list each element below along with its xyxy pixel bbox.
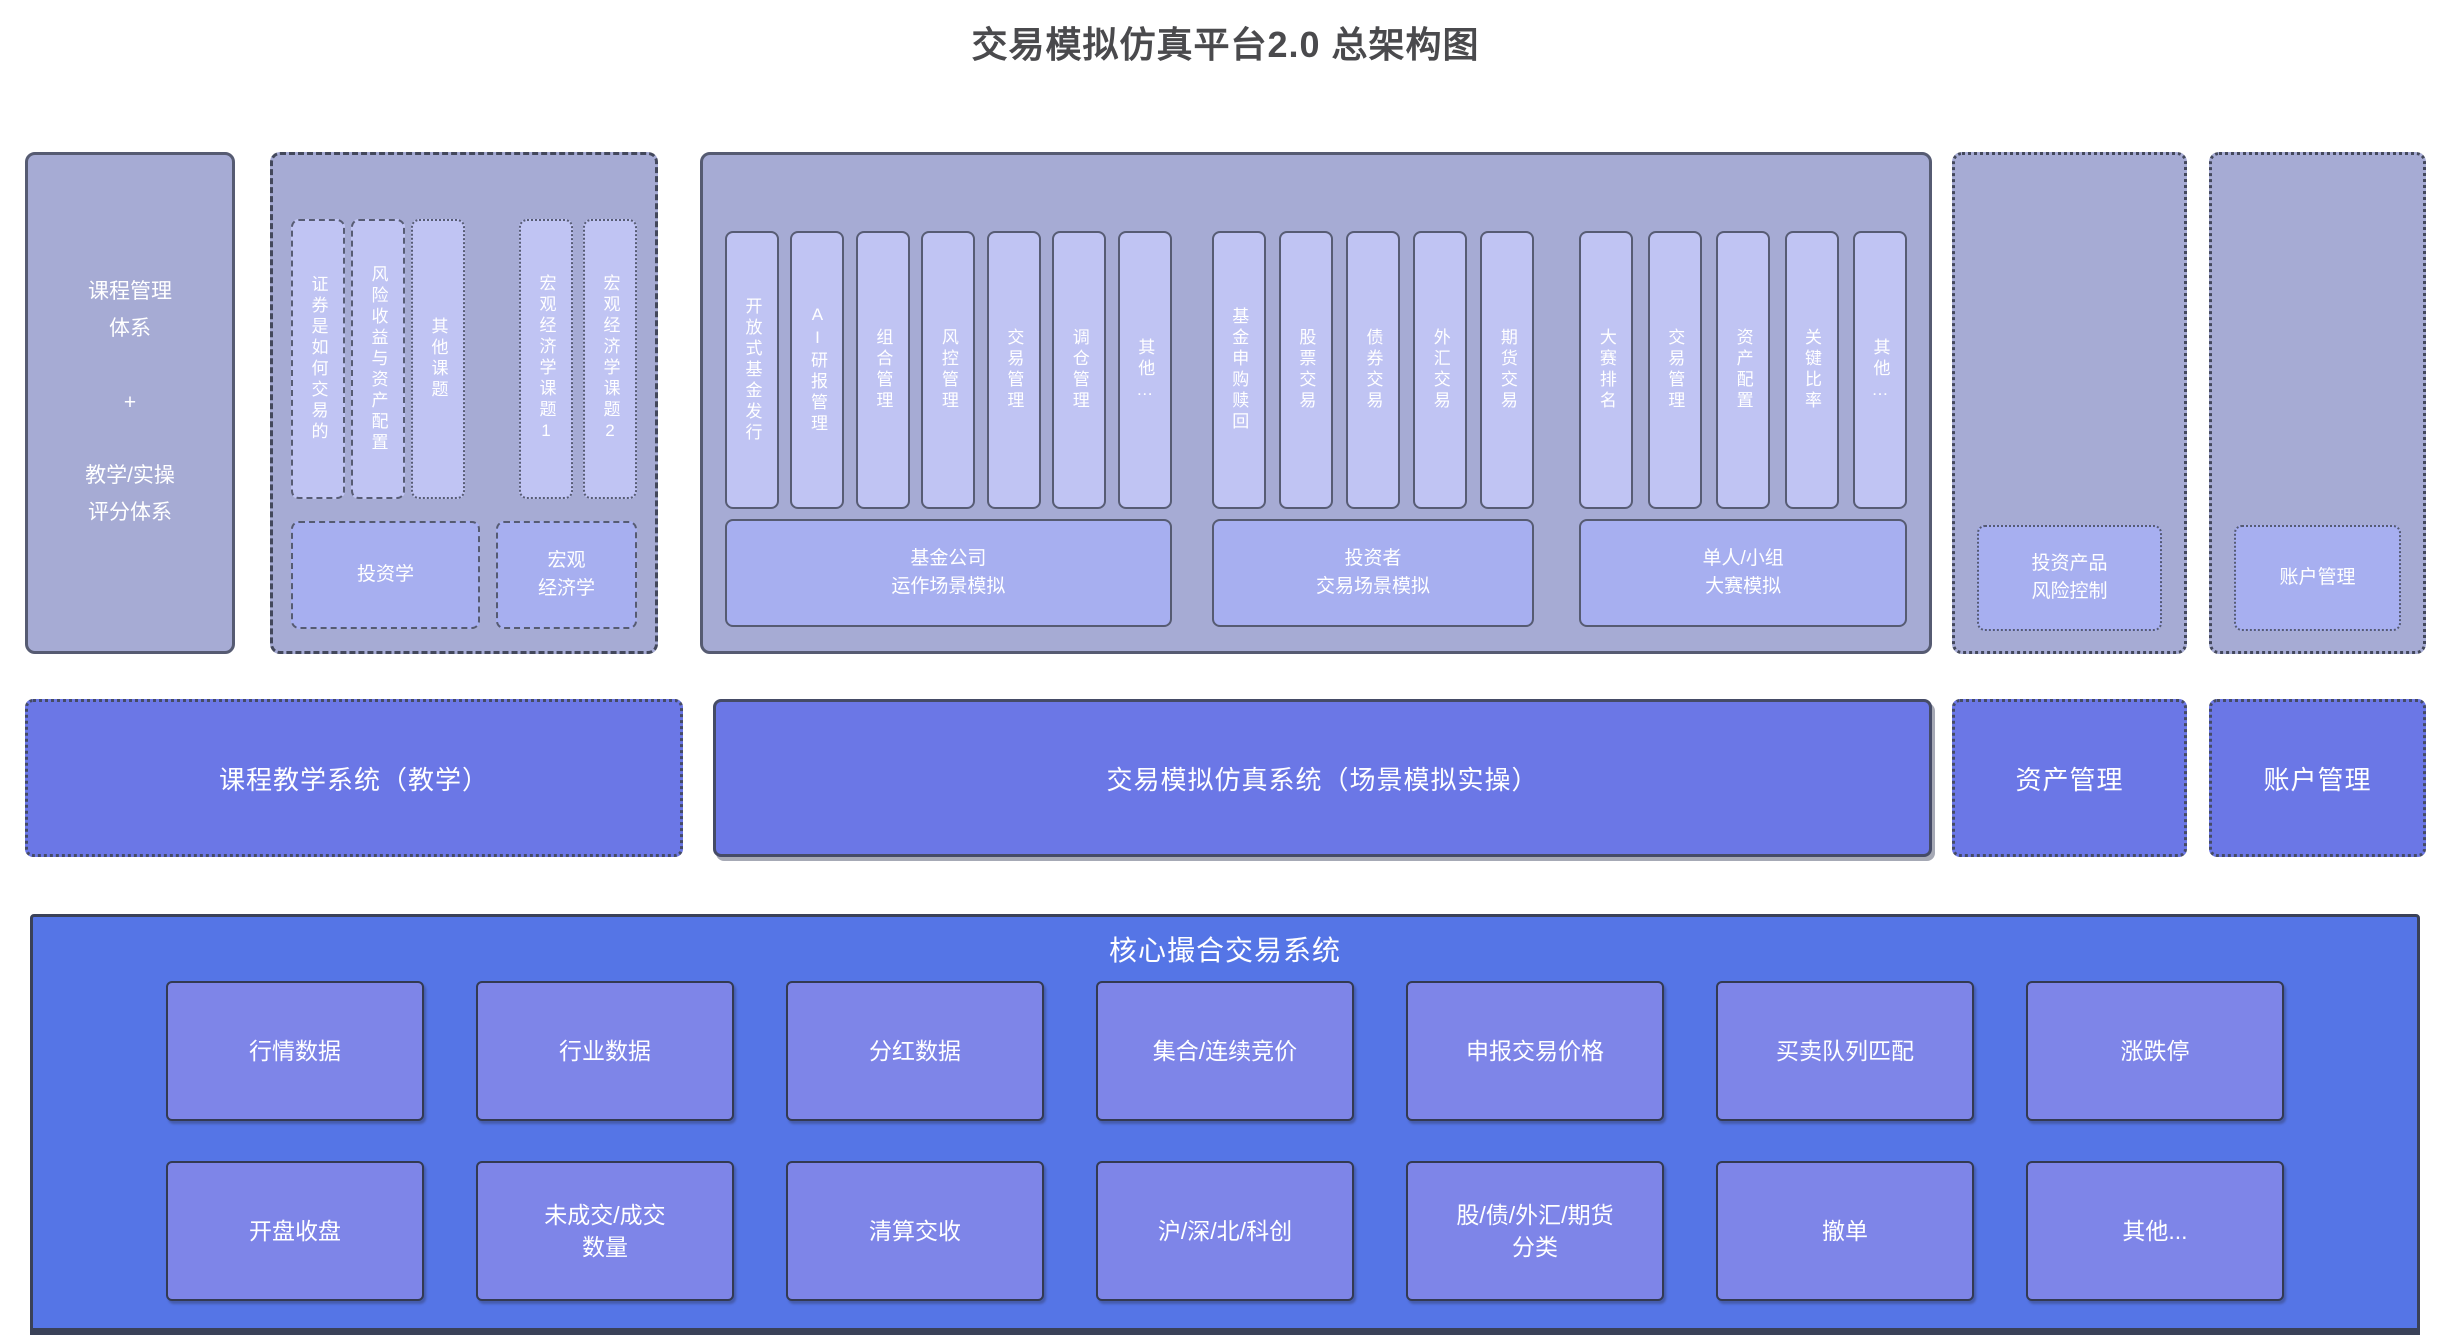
auction-box: 集合/连续竞价 bbox=[1096, 981, 1354, 1121]
account-mgmt-system-box: 账户管理 bbox=[2209, 699, 2426, 857]
column-contest-others: 其他… bbox=[1852, 231, 1907, 509]
cancel-order-box: 撤单 bbox=[1716, 1161, 1974, 1301]
simulation-block: 开放式基金发行 AI研报管理 组合管理 风控管理 交易管理 调仓管理 其他… 基… bbox=[700, 152, 1932, 654]
column-risk-return-allocation: 风险收益与资产配置 bbox=[351, 219, 405, 499]
column-macro-econ-topic-2: 宏观经济学课题2 bbox=[583, 219, 637, 499]
product-risk-control-box: 投资产品 风险控制 bbox=[1977, 525, 2162, 631]
asset-mgmt-system-box: 资产管理 bbox=[1952, 699, 2187, 857]
filled-unfilled-box: 未成交/成交 数量 bbox=[476, 1161, 734, 1301]
market-data-box: 行情数据 bbox=[166, 981, 424, 1121]
column-asset-allocation: 资产配置 bbox=[1716, 231, 1771, 509]
column-fund-others: 其他… bbox=[1117, 231, 1172, 509]
asset-class-box: 股/债/外汇/期货 分类 bbox=[1406, 1161, 1664, 1301]
contest-sim-box: 单人/小组 大赛模拟 bbox=[1579, 519, 1907, 627]
clearing-settlement-box: 清算交收 bbox=[786, 1161, 1044, 1301]
order-price-box: 申报交易价格 bbox=[1406, 981, 1664, 1121]
teaching-course-row: 投资学 宏观 经济学 bbox=[291, 521, 637, 629]
teaching-topic-cluster-1: 证券是如何交易的 风险收益与资产配置 其他课题 bbox=[291, 219, 465, 499]
contest-columns: 大赛排名 交易管理 资产配置 关键比率 其他… bbox=[1579, 231, 1907, 509]
macro-econ-course-box: 宏观 经济学 bbox=[495, 521, 637, 629]
dividend-data-box: 分红数据 bbox=[786, 981, 1044, 1121]
core-row-1: 行情数据 行业数据 分红数据 集合/连续竞价 申报交易价格 买卖队列匹配 涨跌停 bbox=[33, 981, 2417, 1121]
column-trading-mgmt: 交易管理 bbox=[986, 231, 1041, 509]
simulation-system-box: 交易模拟仿真系统（场景模拟实操） bbox=[713, 699, 1932, 857]
open-close-box: 开盘收盘 bbox=[166, 1161, 424, 1301]
top-row: 课程管理 体系 + 教学/实操 评分体系 证券是如何交易的 风险收益与资产配置 … bbox=[25, 152, 2426, 654]
column-rebalance-mgmt: 调仓管理 bbox=[1052, 231, 1107, 509]
column-futures-trading: 期货交易 bbox=[1480, 231, 1535, 509]
column-open-fund-issue: 开放式基金发行 bbox=[725, 231, 779, 509]
teaching-topic-columns: 证券是如何交易的 风险收益与资产配置 其他课题 宏观经济学课题1 宏观经济学课题… bbox=[291, 219, 637, 499]
core-system-title: 核心撮合交易系统 bbox=[1108, 935, 1341, 966]
queue-match-box: 买卖队列匹配 bbox=[1716, 981, 1974, 1121]
exchange-boards-box: 沪/深/北/科创 bbox=[1096, 1161, 1354, 1301]
investor-sim-box: 投资者 交易场景模拟 bbox=[1211, 519, 1535, 627]
course-management-block: 课程管理 体系 + 教学/实操 评分体系 bbox=[25, 152, 235, 654]
account-block-top: 账户管理 bbox=[2209, 152, 2426, 654]
fund-company-group: 开放式基金发行 AI研报管理 组合管理 风控管理 交易管理 调仓管理 其他… 基… bbox=[725, 231, 1172, 627]
column-how-securities-trade: 证券是如何交易的 bbox=[291, 219, 345, 499]
spacer bbox=[465, 219, 519, 499]
column-bond-trading: 债券交易 bbox=[1346, 231, 1401, 509]
column-fund-subscribe-redeem: 基金申购赎回 bbox=[1211, 231, 1266, 509]
column-macro-econ-topic-1: 宏观经济学课题1 bbox=[519, 219, 573, 499]
price-limit-box: 涨跌停 bbox=[2026, 981, 2284, 1121]
core-row-2: 开盘收盘 未成交/成交 数量 清算交收 沪/深/北/科创 股/债/外汇/期货 分… bbox=[33, 1161, 2417, 1301]
core-matching-system: 核心撮合交易系统 行情数据 行业数据 分红数据 集合/连续竞价 申报交易价格 买… bbox=[30, 914, 2420, 1335]
investor-group: 基金申购赎回 股票交易 债券交易 外汇交易 期货交易 投资者 交易场景模拟 bbox=[1211, 231, 1535, 627]
column-ai-report-mgmt: AI研报管理 bbox=[790, 231, 845, 509]
investor-columns: 基金申购赎回 股票交易 债券交易 外汇交易 期货交易 bbox=[1211, 231, 1535, 509]
column-stock-trading: 股票交易 bbox=[1278, 231, 1333, 509]
teaching-topics-block: 证券是如何交易的 风险收益与资产配置 其他课题 宏观经济学课题1 宏观经济学课题… bbox=[270, 152, 658, 654]
teaching-topic-cluster-2: 宏观经济学课题1 宏观经济学课题2 bbox=[519, 219, 637, 499]
column-other-topics: 其他课题 bbox=[411, 219, 465, 499]
systems-row: 课程教学系统（教学） 交易模拟仿真系统（场景模拟实操） 资产管理 账户管理 bbox=[25, 699, 2426, 857]
fund-company-sim-box: 基金公司 运作场景模拟 bbox=[725, 519, 1172, 627]
column-fx-trading: 外汇交易 bbox=[1413, 231, 1468, 509]
column-contest-trading-mgmt: 交易管理 bbox=[1647, 231, 1702, 509]
contest-group: 大赛排名 交易管理 资产配置 关键比率 其他… 单人/小组 大赛模拟 bbox=[1579, 231, 1907, 627]
account-mgmt-box-top: 账户管理 bbox=[2234, 525, 2401, 631]
column-key-ratios: 关键比率 bbox=[1784, 231, 1839, 509]
core-others-box: 其他... bbox=[2026, 1161, 2284, 1301]
investment-course-box: 投资学 bbox=[291, 521, 480, 629]
teaching-system-box: 课程教学系统（教学） bbox=[25, 699, 683, 857]
risk-control-block: 投资产品 风险控制 bbox=[1952, 152, 2187, 654]
industry-data-box: 行业数据 bbox=[476, 981, 734, 1121]
column-risk-control-mgmt: 风控管理 bbox=[921, 231, 976, 509]
diagram-title: 交易模拟仿真平台2.0 总架构图 bbox=[971, 24, 1480, 65]
column-portfolio-mgmt: 组合管理 bbox=[855, 231, 910, 509]
fund-company-columns: 开放式基金发行 AI研报管理 组合管理 风控管理 交易管理 调仓管理 其他… bbox=[725, 231, 1172, 509]
column-contest-ranking: 大赛排名 bbox=[1579, 231, 1634, 509]
